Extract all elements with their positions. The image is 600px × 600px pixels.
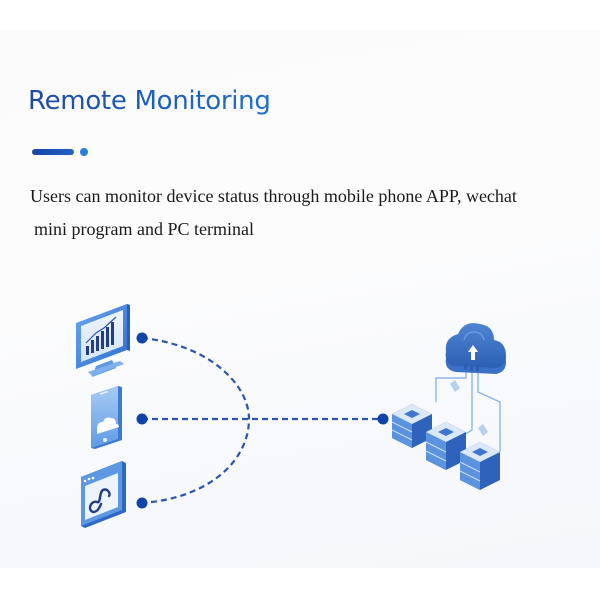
- server-stack-1: [391, 404, 432, 448]
- title-underline-bar: [32, 149, 74, 155]
- section-description: Users can monitor device status through …: [30, 180, 590, 246]
- connector-node-server: [377, 413, 389, 425]
- desktop-monitor-chart-icon: [76, 304, 130, 377]
- connector-node-miniprogram: [136, 497, 148, 509]
- cloud-servers-icon: [391, 323, 506, 490]
- description-line-2: mini program and PC terminal: [34, 219, 254, 239]
- connector-node-phone: [136, 413, 148, 425]
- title-underline-dot: [80, 148, 88, 156]
- mini-program-window-icon: [81, 461, 126, 528]
- smartphone-cloud-icon: [91, 386, 122, 449]
- connector-lines: [141, 336, 383, 505]
- server-stack-2: [425, 422, 466, 470]
- section-title: Remote Monitoring: [28, 86, 271, 116]
- connector-arc: [141, 336, 251, 505]
- connector-node-pc: [136, 332, 148, 344]
- description-line-1: Users can monitor device status through …: [30, 186, 517, 206]
- server-stack-3: [459, 442, 500, 490]
